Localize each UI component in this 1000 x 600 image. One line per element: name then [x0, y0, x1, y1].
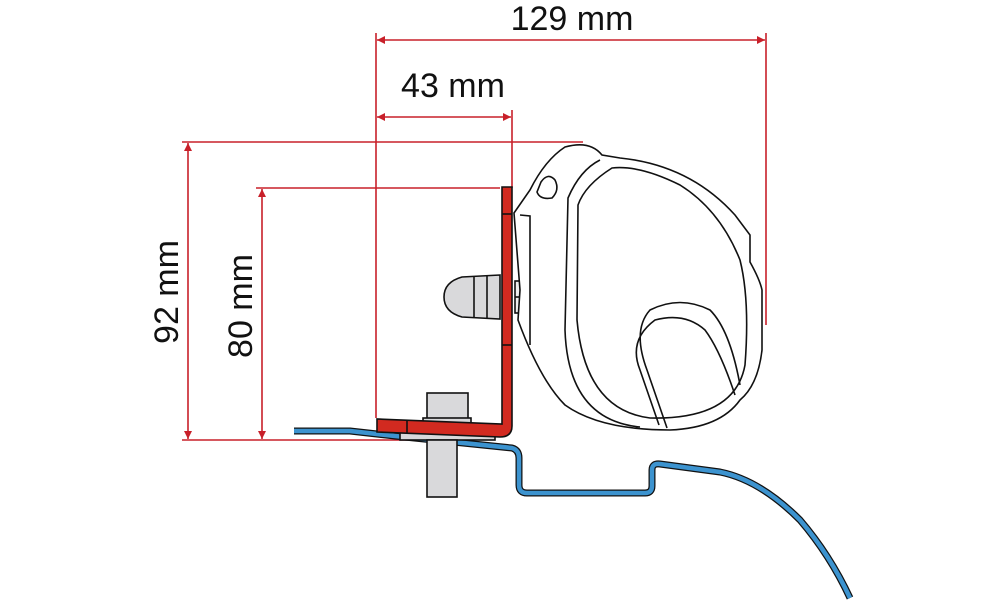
- dimension-width-bracket: 43 mm: [377, 67, 511, 121]
- dimension-width-total: 129 mm: [377, 0, 765, 44]
- knob: [443, 274, 501, 320]
- dimension-label: 129 mm: [511, 0, 634, 38]
- awning-housing: [513, 144, 763, 431]
- dimension-label: 43 mm: [401, 67, 505, 105]
- roof-profile-fill: [294, 428, 853, 599]
- extension-lines: [182, 33, 767, 441]
- dimension-height-total: 92 mm: [148, 143, 192, 439]
- dimension-height-bracket: 80 mm: [222, 189, 266, 439]
- mounting-bolt: [399, 392, 496, 498]
- dimension-label: 80 mm: [222, 254, 260, 358]
- adapter-bracket: [376, 186, 513, 438]
- dimension-label: 92 mm: [148, 240, 186, 344]
- vehicle-roof-profile: [294, 427, 854, 600]
